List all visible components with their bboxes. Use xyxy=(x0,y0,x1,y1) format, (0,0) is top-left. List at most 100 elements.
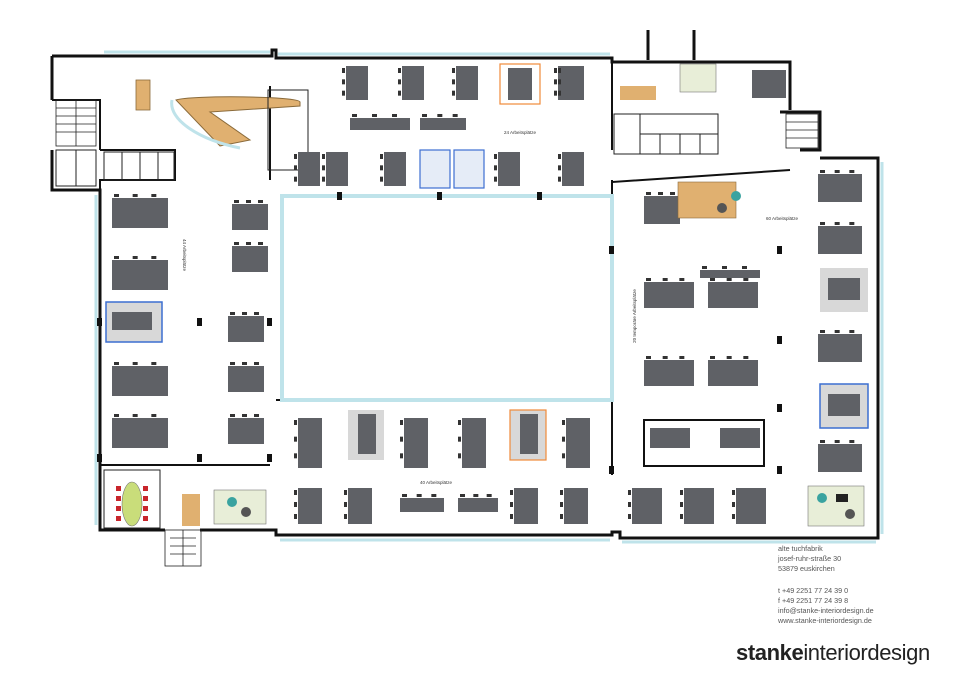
chair xyxy=(560,490,563,495)
chair xyxy=(849,440,855,443)
chair xyxy=(114,194,119,197)
chair xyxy=(834,440,840,443)
chair xyxy=(422,114,427,117)
stair-core-ne xyxy=(785,113,819,149)
chair xyxy=(132,256,138,259)
chair xyxy=(646,356,651,359)
chair xyxy=(114,362,119,365)
chair xyxy=(679,356,685,359)
chair xyxy=(294,502,297,507)
chair xyxy=(380,176,383,182)
chair xyxy=(628,502,631,507)
chair xyxy=(510,514,513,519)
chair xyxy=(342,79,345,85)
column xyxy=(777,336,782,344)
desk-block xyxy=(232,204,268,230)
chair xyxy=(322,154,325,159)
reception-counter xyxy=(175,96,301,147)
chair xyxy=(230,414,235,417)
chair xyxy=(452,79,455,85)
conference-room-sw xyxy=(103,469,161,529)
chair xyxy=(452,90,455,96)
chair xyxy=(460,494,465,497)
chair xyxy=(380,154,383,159)
chair xyxy=(342,68,345,73)
desk-block xyxy=(298,152,320,186)
desk-block xyxy=(684,488,714,524)
zone-label-west: 44 Arbeitsplätze xyxy=(182,239,187,272)
chair xyxy=(322,176,325,182)
chair xyxy=(294,490,297,495)
desk-block xyxy=(456,66,478,100)
chair xyxy=(494,176,497,182)
chair xyxy=(458,453,461,459)
stair-core-nw xyxy=(55,99,97,147)
desk-block xyxy=(562,152,584,186)
desk-groups xyxy=(112,66,862,524)
chair xyxy=(151,256,157,259)
desk-block xyxy=(400,498,444,512)
glazing xyxy=(94,50,884,544)
column xyxy=(197,454,202,462)
desk-block xyxy=(644,282,694,308)
desk-block xyxy=(498,152,520,186)
chair xyxy=(322,165,325,171)
chair xyxy=(294,176,297,182)
chair xyxy=(398,90,401,96)
chair xyxy=(562,420,565,425)
chair xyxy=(342,90,345,96)
chair xyxy=(680,490,683,495)
chair xyxy=(558,79,561,85)
desk-block xyxy=(736,488,766,524)
chair xyxy=(558,154,561,159)
chair xyxy=(294,165,297,171)
chair xyxy=(494,154,497,159)
chair xyxy=(510,502,513,507)
desk-block xyxy=(708,360,758,386)
chair xyxy=(726,278,732,281)
chair xyxy=(726,356,732,359)
chair xyxy=(242,362,247,365)
chair xyxy=(662,356,668,359)
chair xyxy=(294,154,297,159)
desk-block xyxy=(228,316,264,342)
zone-label-south: 40 Arbeitsplätze xyxy=(420,480,453,485)
chair xyxy=(132,414,138,417)
chair xyxy=(380,165,383,171)
column xyxy=(777,246,782,254)
chair xyxy=(732,490,735,495)
chair xyxy=(554,79,557,85)
chair xyxy=(820,170,825,173)
chair xyxy=(254,312,259,315)
desk-block xyxy=(112,418,168,448)
zone-label-east: 60 Arbeitsplätze xyxy=(766,216,799,221)
chair xyxy=(416,494,422,497)
column xyxy=(97,318,102,326)
chair xyxy=(562,436,565,442)
chair xyxy=(554,68,557,73)
desk-block xyxy=(818,174,862,202)
column xyxy=(197,318,202,326)
chair xyxy=(230,362,235,365)
address-line-3: 53879 euskirchen xyxy=(778,564,835,573)
chair xyxy=(258,200,263,203)
chair xyxy=(670,192,675,195)
chair xyxy=(658,192,663,195)
chair xyxy=(344,502,347,507)
chair xyxy=(458,420,461,425)
desk-block xyxy=(458,498,498,512)
chair xyxy=(294,436,297,442)
chair xyxy=(680,514,683,519)
desk-block xyxy=(228,418,264,444)
chair xyxy=(732,502,735,507)
chair xyxy=(560,514,563,519)
chair xyxy=(558,176,561,182)
chair xyxy=(560,502,563,507)
chair xyxy=(114,256,119,259)
chair xyxy=(820,440,825,443)
chair xyxy=(710,278,715,281)
desk-block xyxy=(112,366,168,396)
chair xyxy=(132,362,138,365)
chair xyxy=(344,490,347,495)
desk-block xyxy=(644,196,680,224)
